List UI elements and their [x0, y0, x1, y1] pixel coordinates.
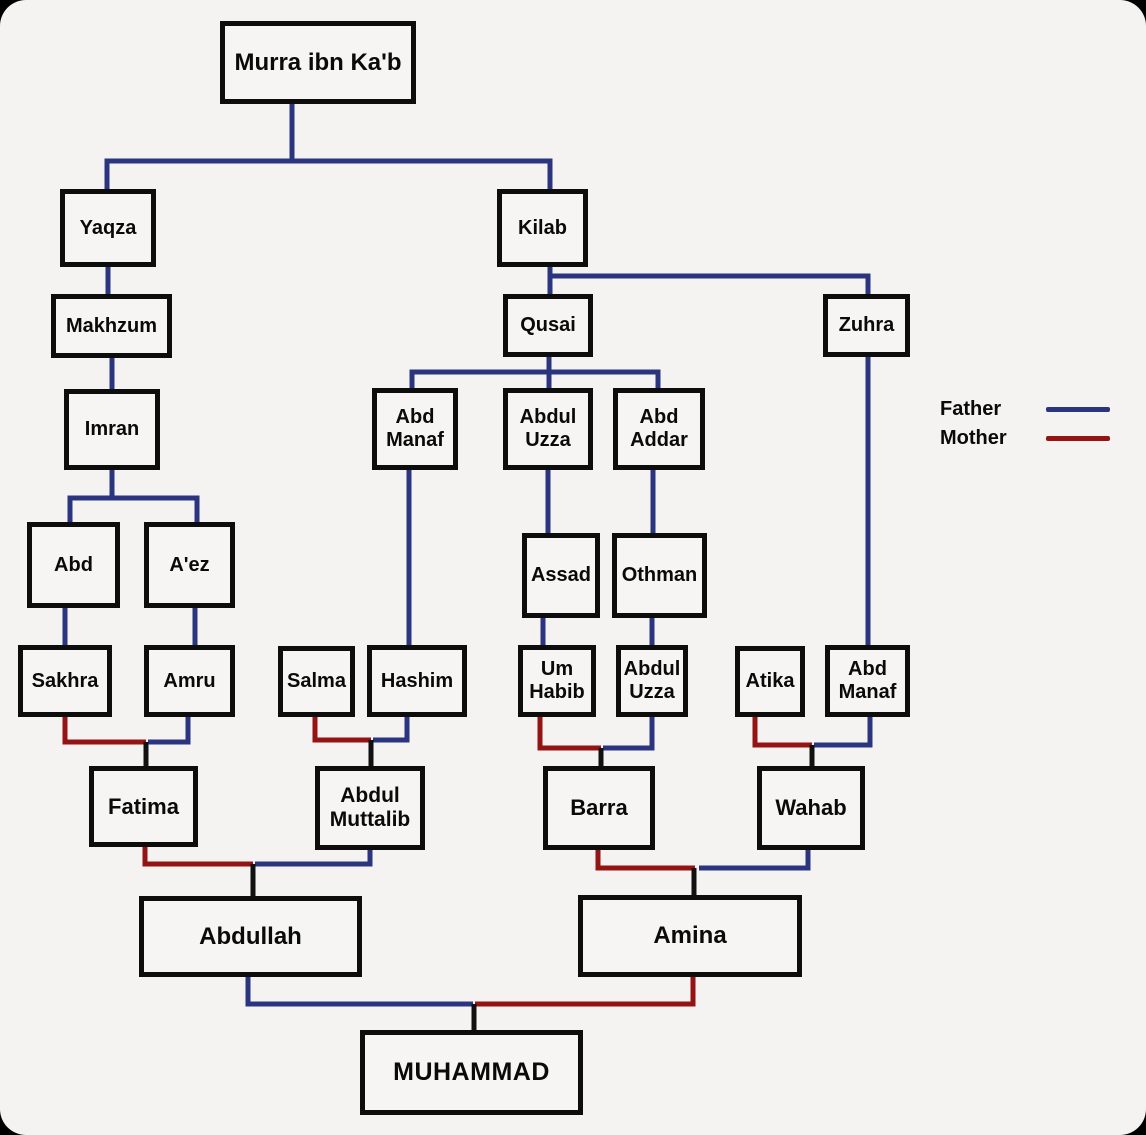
- edge-father-kilab-zuhra: [550, 273, 871, 295]
- node-assad: Assad: [522, 533, 600, 618]
- edge-mother-fatima-abdullah: [142, 846, 253, 867]
- node-atika: Atika: [735, 646, 805, 717]
- node-abdul-muttalib: Abdul Muttalib: [315, 766, 425, 850]
- legend: Father Mother: [940, 398, 1110, 450]
- node-makhzum: Makhzum: [51, 294, 172, 358]
- edge-mother-atika-wahab: [752, 716, 812, 748]
- legend-row-father: Father: [940, 398, 1110, 421]
- node-abdul-uzza-2: Abdul Uzza: [616, 645, 688, 717]
- edge-mother-sakhra-fatima: [62, 716, 146, 745]
- edge-father-hashim-abdulmuttalib: [373, 716, 410, 743]
- edge-father-imran-split-abd-aez: [67, 495, 200, 523]
- node-amru: Amru: [144, 645, 235, 717]
- node-abd-manaf-2: Abd Manaf: [825, 645, 910, 717]
- legend-row-mother: Mother: [940, 427, 1110, 450]
- node-abd: Abd: [27, 522, 120, 608]
- node-um-habib: Um Habib: [518, 645, 596, 717]
- node-yaqza: Yaqza: [60, 189, 156, 267]
- legend-mother-label: Mother: [940, 427, 1007, 449]
- edge-mother-salma-abdulmuttalib: [312, 716, 371, 743]
- edge-father-murra-split-yaqza-kilab: [104, 158, 553, 190]
- node-fatima: Fatima: [89, 766, 198, 847]
- node-amina: Amina: [578, 895, 802, 977]
- node-imran: Imran: [64, 389, 160, 470]
- edge-father-abdulmuttalib-abdullah: [255, 849, 373, 867]
- legend-father-label: Father: [940, 398, 1002, 420]
- mother-line-swatch: [1046, 436, 1110, 441]
- node-sakhra: Sakhra: [18, 645, 112, 717]
- edge-father-wahab-amina: [699, 849, 811, 871]
- node-abd-addar: Abd Addar: [613, 388, 705, 470]
- edge-father-amru-fatima: [148, 716, 191, 745]
- node-abd-manaf-1: Abd Manaf: [372, 388, 458, 470]
- node-qusai: Qusai: [503, 294, 593, 357]
- node-aez: A'ez: [144, 522, 235, 608]
- edge-father-abdullah-muhammad: [245, 976, 473, 1007]
- edge-father-abduluzza2-barra: [603, 716, 655, 751]
- node-abdullah: Abdullah: [139, 896, 362, 977]
- node-wahab: Wahab: [757, 766, 865, 850]
- node-hashim: Hashim: [367, 645, 467, 717]
- node-abdul-uzza-1: Abdul Uzza: [503, 388, 593, 470]
- node-barra: Barra: [543, 766, 655, 850]
- edge-father-qusai-split: [409, 369, 661, 389]
- node-murra-ibn-kab: Murra ibn Ka'b: [220, 21, 416, 104]
- node-salma: Salma: [278, 646, 355, 717]
- node-kilab: Kilab: [497, 189, 588, 267]
- edge-mother-umhabib-barra: [537, 716, 601, 751]
- edge-mother-barra-amina: [595, 849, 695, 871]
- node-muhammad: MUHAMMAD: [360, 1030, 583, 1115]
- father-line-swatch: [1046, 407, 1110, 412]
- edge-mother-amina-muhammad: [475, 974, 696, 1007]
- edge-father-abdmanaf2-wahab: [814, 716, 873, 748]
- node-othman: Othman: [612, 533, 707, 618]
- node-zuhra: Zuhra: [823, 294, 910, 357]
